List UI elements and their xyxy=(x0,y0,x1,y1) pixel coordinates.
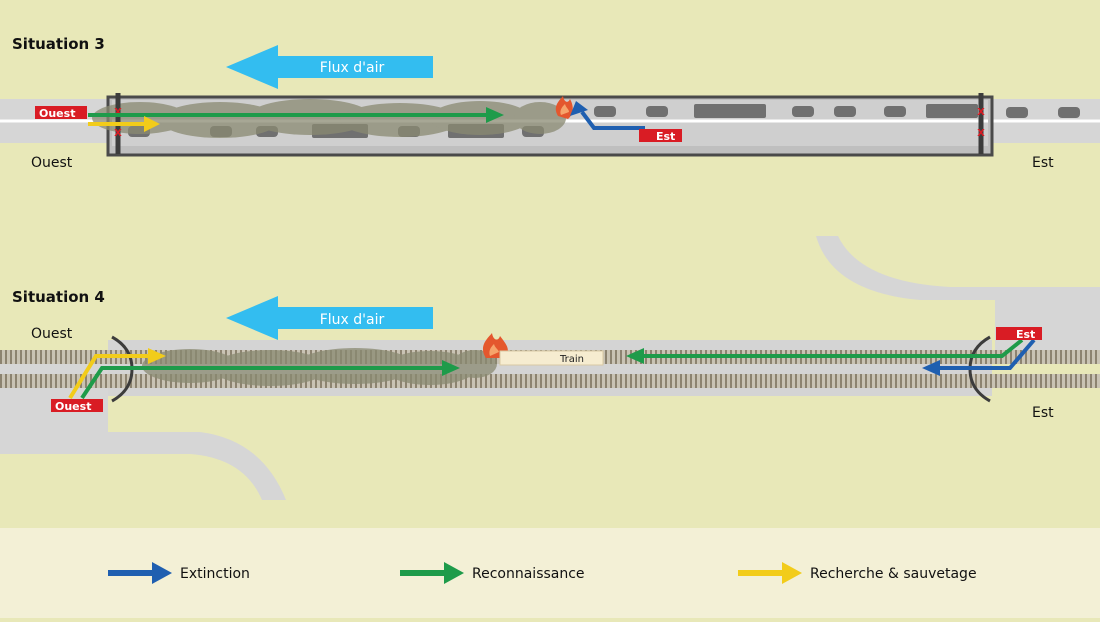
reconnaissance-arrow-west-4 xyxy=(80,360,460,400)
airflow-arrow-3: Flux d'air xyxy=(226,45,433,89)
airflow-label-3: Flux d'air xyxy=(320,60,385,76)
train-label: Train xyxy=(559,354,584,365)
airflow-arrow-4: Flux d'air xyxy=(226,296,433,340)
legend-label: Recherche & sauvetage xyxy=(810,566,977,582)
reconnaissance-arrow-east-4 xyxy=(626,338,1024,364)
west-tag-4: Ouest xyxy=(51,399,103,413)
closure-mark-east-top: X xyxy=(977,107,985,118)
east-tag-4-text: Est xyxy=(1016,328,1035,341)
west-label-4: Ouest xyxy=(31,326,73,342)
recherche-arrow-3 xyxy=(88,116,160,132)
reconnaissance-arrow-3 xyxy=(88,107,504,123)
east-tag-3: Est xyxy=(639,129,682,143)
east-tag-3-text: Est xyxy=(656,130,675,143)
closure-mark-west-bottom: X xyxy=(114,128,122,139)
situation-4: Situation 4 Flux d'air Train xyxy=(0,236,1100,500)
legend-label: Reconnaissance xyxy=(472,566,585,582)
situation-3-title: Situation 3 xyxy=(12,35,105,53)
east-tag-4: Est xyxy=(996,327,1042,341)
legend-item: Reconnaissance xyxy=(400,562,585,584)
legend-band xyxy=(0,528,1100,618)
legend-label: Extinction xyxy=(180,566,250,582)
legend: Extinction Reconnaissance Recherche & sauv… xyxy=(108,562,977,584)
extinction-arrow-4 xyxy=(922,338,1036,376)
access-road-east xyxy=(816,236,1100,352)
closure-mark-west-top: X xyxy=(114,107,122,118)
legend-item: Extinction xyxy=(108,562,250,584)
situation-4-title: Situation 4 xyxy=(12,288,105,306)
legend-arrow-head xyxy=(782,562,802,584)
situation-3: Situation 3 Flux d'air xyxy=(0,35,1100,171)
closure-east-3: X X xyxy=(977,93,985,154)
west-tag-3-text: Ouest xyxy=(39,107,75,120)
legend-arrow-head xyxy=(152,562,172,584)
recherche-arrow-4 xyxy=(68,348,166,400)
legend-arrow-head xyxy=(444,562,464,584)
west-label-3: Ouest xyxy=(31,155,73,171)
airflow-label-4: Flux d'air xyxy=(320,312,385,328)
west-tag-3: Ouest xyxy=(35,106,87,120)
east-label-3: Est xyxy=(1032,155,1054,171)
closure-mark-east-bottom: X xyxy=(977,128,985,139)
extinction-arrow-3 xyxy=(570,101,645,130)
legend-item: Recherche & sauvetage xyxy=(738,562,977,584)
east-label-4: Est xyxy=(1032,405,1054,421)
west-tag-4-text: Ouest xyxy=(55,400,91,413)
train: Train xyxy=(499,350,604,366)
fire-icon-3 xyxy=(555,96,573,119)
